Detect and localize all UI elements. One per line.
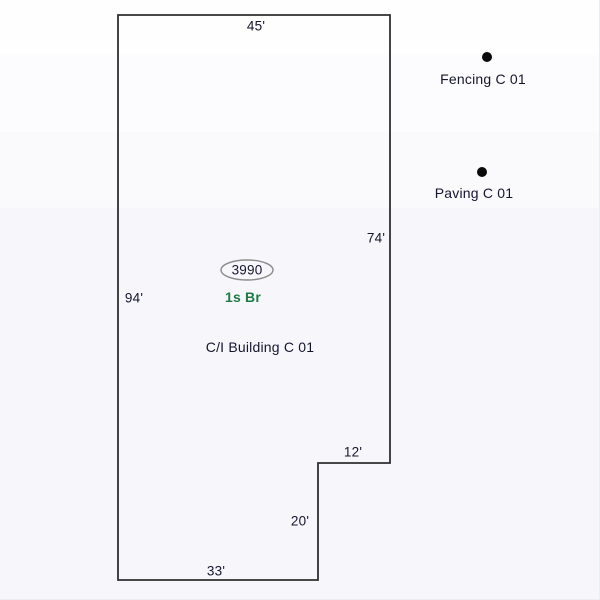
paving-symbol-label: Paving C 01 [434,185,514,201]
dimension-label-left: 94' [124,290,144,306]
dimension-label-top: 45' [246,18,266,34]
building-story-height-label: 1s Br [224,289,262,305]
building-outline-polygon[interactable] [117,14,391,581]
area-number-ellipse[interactable] [220,259,274,281]
building-area-number[interactable]: 3990 [231,262,263,278]
dimension-label-right: 74' [366,230,386,246]
fencing-symbol-label: Fencing C 01 [440,71,526,87]
dimension-label-step-right: 20' [290,513,310,529]
fencing-point-marker-icon[interactable] [482,52,492,62]
dimension-label-step-top: 12' [343,444,363,460]
dimension-label-bottom: 33' [206,563,226,579]
building-name-label: C/I Building C 01 [205,339,315,355]
paving-point-marker-icon[interactable] [477,167,487,177]
